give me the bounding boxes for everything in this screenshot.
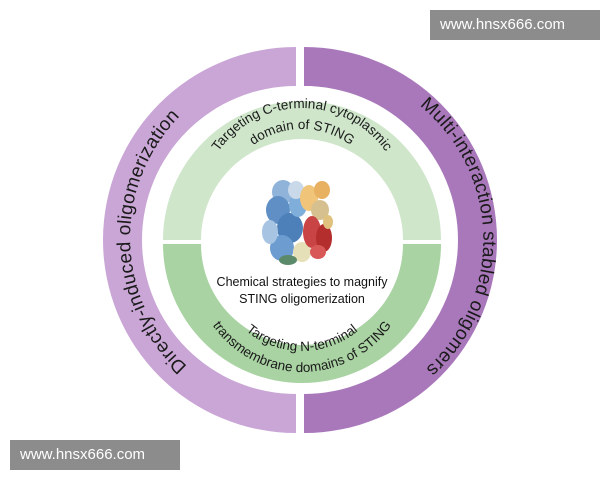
watermark-bottom: www.hnsx666.com: [10, 440, 180, 470]
center-text-line1: Chemical strategies to magnify: [217, 275, 389, 289]
inner-ring-bottom: [163, 244, 441, 383]
protein-structure-icon: [262, 180, 333, 265]
watermark-top: www.hnsx666.com: [430, 10, 600, 40]
outer-ring-right: [304, 47, 497, 433]
center-text-line2: STING oligomerization: [239, 292, 365, 306]
outer-ring-left: [103, 47, 296, 433]
inner-ring-top: [163, 101, 441, 240]
